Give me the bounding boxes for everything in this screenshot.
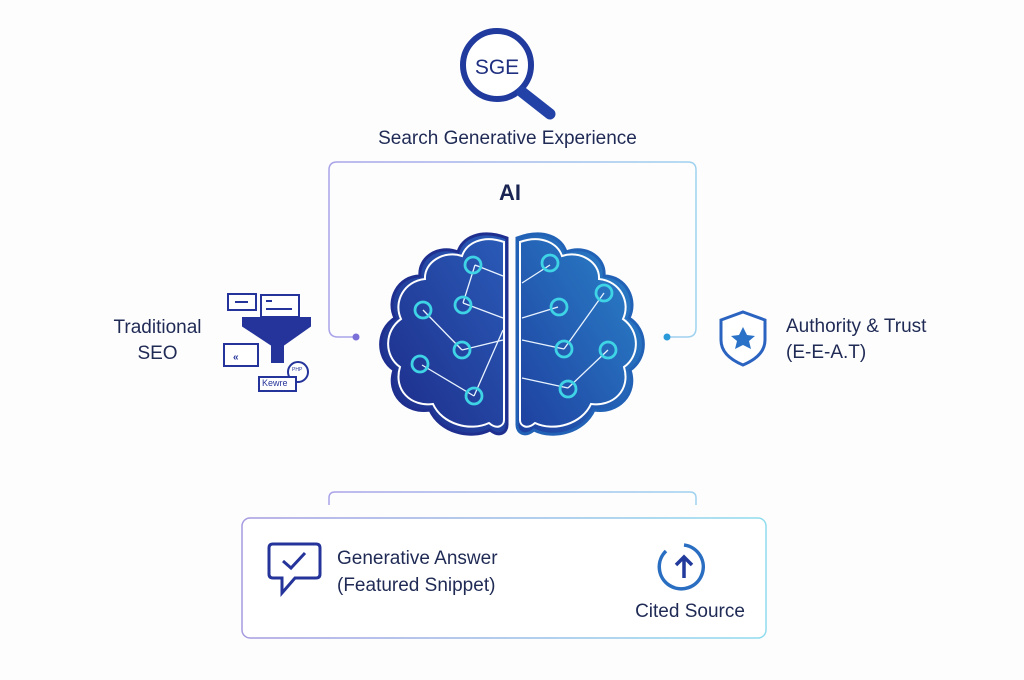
brain-icon [379, 232, 645, 436]
left-connector-dot [352, 333, 360, 341]
authority-trust-label: Authority & Trust (E-E-A.T) [786, 314, 926, 366]
generative-answer-line2: (Featured Snippet) [337, 575, 496, 596]
answer-box [241, 517, 767, 639]
upload-circle-icon [657, 543, 705, 591]
authority-line2: (E-E-A.T) [786, 342, 867, 363]
traditional-seo-line2: SEO [137, 343, 178, 364]
generative-answer-line1: Generative Answer [337, 548, 498, 569]
traditional-seo-label: Traditional SEO [95, 315, 220, 367]
ai-frame [328, 161, 697, 338]
funnel-bubble-tag: PHP [292, 367, 303, 373]
authority-line1: Authority & Trust [786, 316, 927, 337]
shield-icon [719, 310, 767, 367]
sge-icon-text: SGE [474, 56, 520, 79]
generative-answer-label: Generative Answer (Featured Snippet) [337, 545, 498, 599]
magnifier-icon [460, 28, 556, 120]
funnel-seo-icon: « [223, 293, 311, 392]
bottom-bracket [328, 491, 697, 505]
right-connector-dot [663, 333, 671, 341]
ai-label: AI [499, 180, 521, 205]
chat-check-icon [267, 542, 322, 598]
sge-label: Search Generative Experience [378, 128, 637, 149]
funnel-keyword-tag: Kewre [262, 378, 288, 388]
svg-text:«: « [233, 352, 239, 363]
traditional-seo-line1: Traditional [113, 317, 202, 338]
cited-source-label: Cited Source [635, 601, 745, 622]
